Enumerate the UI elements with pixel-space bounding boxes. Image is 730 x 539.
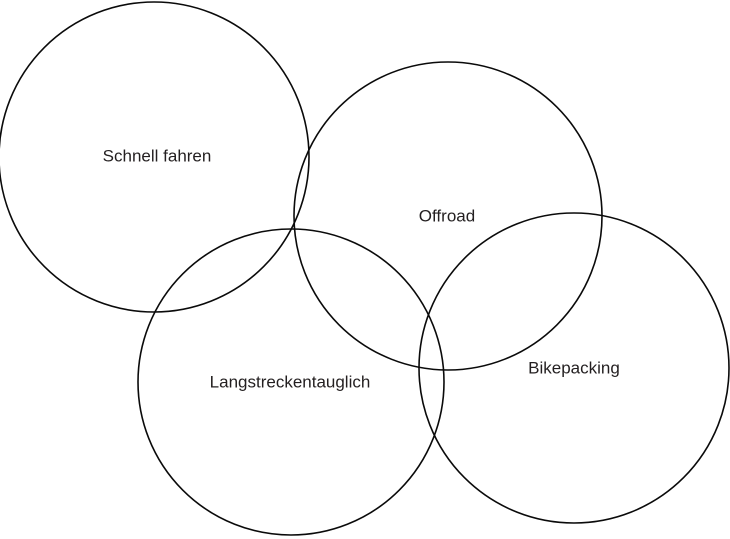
circle-schnell-fahren xyxy=(0,1,310,313)
circle-bikepacking xyxy=(418,212,730,524)
venn-label-group: Schnell fahren Offroad Langstreckentaugl… xyxy=(103,147,620,392)
circle-langstreckentauglich xyxy=(137,228,445,536)
label-offroad: Offroad xyxy=(419,207,475,226)
label-schnell-fahren: Schnell fahren xyxy=(103,147,212,166)
label-bikepacking: Bikepacking xyxy=(528,359,620,378)
label-langstreckentauglich: Langstreckentauglich xyxy=(210,373,371,392)
